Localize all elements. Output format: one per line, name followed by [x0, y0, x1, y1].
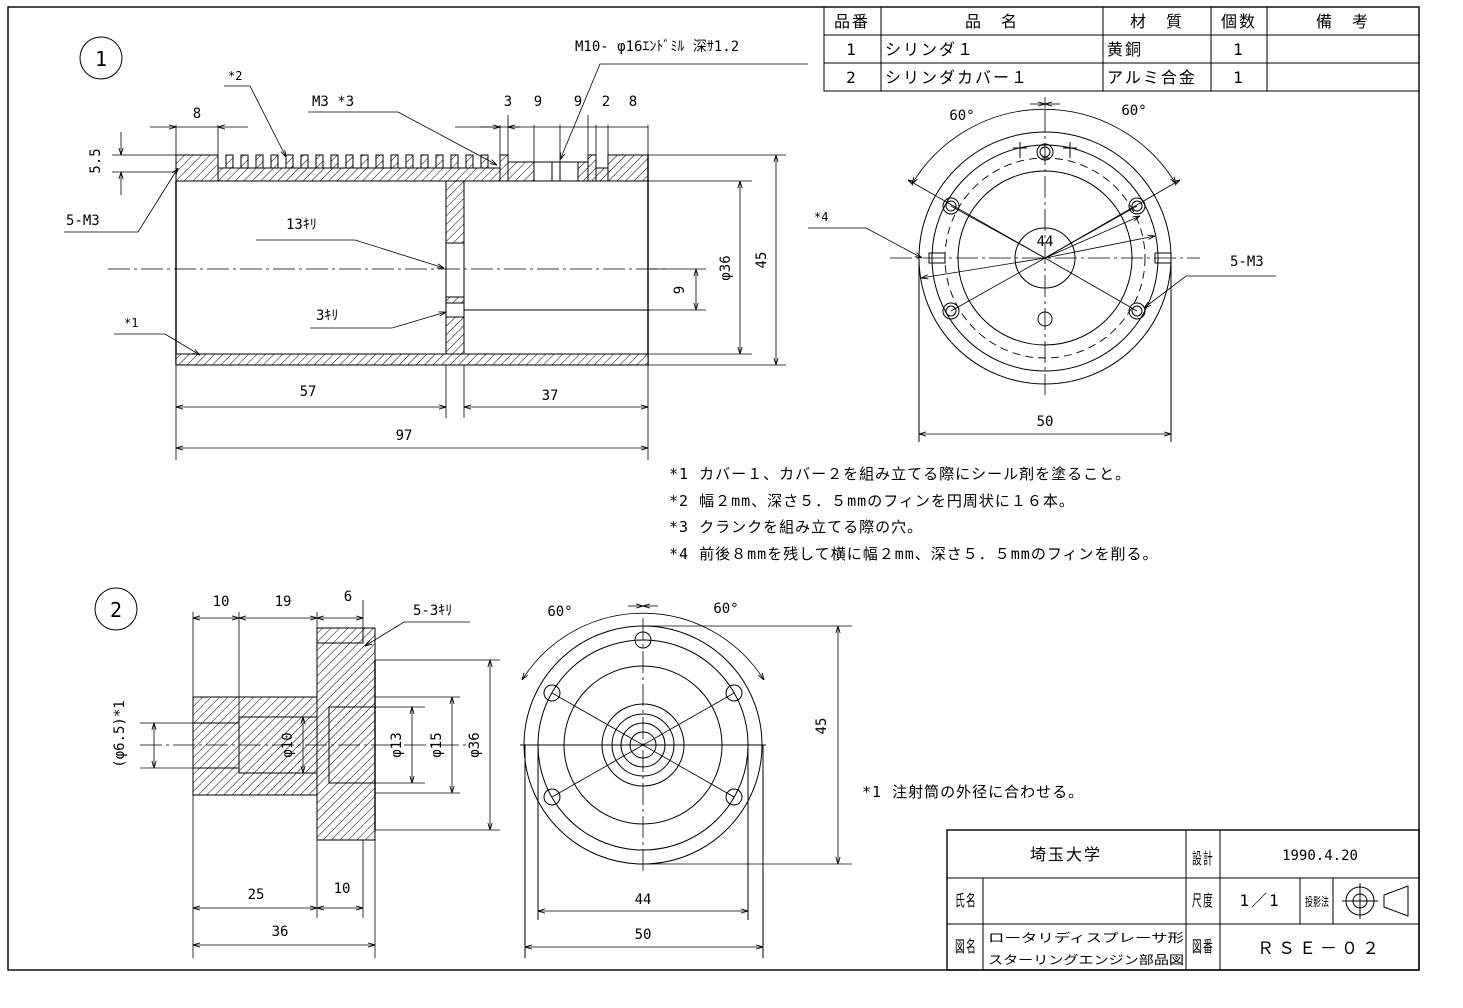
svg-text:45: 45 — [814, 718, 830, 735]
title-line-1: ロータリディスプレーサ形 — [988, 930, 1184, 945]
scale-value: 1／1 — [1239, 891, 1280, 910]
svg-text:50: 50 — [635, 927, 652, 943]
design-label: 設計 — [1192, 849, 1214, 868]
svg-text:5-M3: 5-M3 — [66, 213, 100, 229]
note-3: *3 クランクを組み立てる際の穴。 — [669, 518, 923, 536]
svg-text:8: 8 — [193, 106, 201, 122]
drawing-no: ＲＳＥ－０２ — [1257, 939, 1383, 959]
svg-text:φ36: φ36 — [718, 255, 734, 280]
svg-text:5-3ｷﾘ: 5-3ｷﾘ — [413, 603, 452, 619]
org-name: 埼玉大学 — [1030, 845, 1102, 864]
svg-text:44: 44 — [635, 892, 652, 908]
view1-section: 1 — [64, 36, 808, 460]
svg-text:3ｷﾘ: 3ｷﾘ — [316, 308, 338, 324]
row2-no: 2 — [846, 68, 858, 87]
projection-label: 投影法 — [1305, 894, 1329, 909]
view2-number: 2 — [110, 598, 122, 622]
design-date: 1990.4.20 — [1282, 848, 1358, 864]
svg-text:2: 2 — [602, 94, 610, 110]
row1-material: 黄銅 — [1107, 40, 1143, 59]
general-notes: *1 カバー１、カバー２を組み立てる際にシール剤を塗ること。 *2 幅２mm、深… — [669, 465, 1159, 563]
svg-text:φ36: φ36 — [467, 732, 483, 757]
svg-text:19: 19 — [275, 594, 292, 610]
svg-text:37: 37 — [542, 388, 559, 404]
svg-text:44: 44 — [1037, 234, 1054, 250]
svg-text:6: 6 — [344, 589, 352, 605]
view2-section: 2 10 19 6 5-3ｷﾘ (φ6.5)*1 φ10 φ13 — [94, 587, 500, 958]
svg-text:φ13: φ13 — [389, 732, 405, 757]
drawing-no-label: 図番 — [1192, 937, 1214, 956]
svg-text:9: 9 — [574, 94, 582, 110]
svg-text:5.5: 5.5 — [88, 148, 104, 173]
cylinder-fins — [225, 154, 489, 169]
view1-end-view: 60° 60° 44 50 *4 5-M3 — [808, 97, 1276, 442]
svg-text:97: 97 — [396, 428, 413, 444]
svg-text:57: 57 — [300, 384, 317, 400]
third-angle-projection-icon — [1342, 883, 1409, 919]
header-item-no: 品番 — [834, 12, 870, 31]
name-label: 氏名 — [955, 891, 977, 910]
svg-text:*1: *1 — [124, 316, 138, 330]
row1-name: シリンダ１ — [885, 40, 975, 59]
header-remarks: 備 考 — [1316, 12, 1370, 31]
row2-qty: 1 — [1233, 68, 1245, 87]
svg-text:13ｷﾘ: 13ｷﾘ — [286, 217, 317, 233]
title-block: 埼玉大学 設計 1990.4.20 氏名 尺度 1／1 投影法 図名 ロータリデ… — [946, 829, 1420, 971]
svg-text:9: 9 — [534, 94, 542, 110]
row1-qty: 1 — [1233, 40, 1245, 59]
drawing-frame — [7, 6, 1420, 971]
title-line-2: スターリングエンジン部品図 — [988, 952, 1184, 967]
svg-text:*4: *4 — [814, 210, 828, 224]
svg-text:9: 9 — [672, 286, 688, 294]
svg-text:60°: 60° — [1121, 103, 1146, 119]
title-label: 図名 — [955, 937, 977, 956]
svg-text:*2: *2 — [228, 69, 242, 83]
header-material: 材 質 — [1130, 12, 1184, 31]
svg-text:5-M3: 5-M3 — [1230, 254, 1264, 270]
svg-text:φ10: φ10 — [280, 732, 296, 757]
view2-end-view: 60° 60° 45 44 50 — [520, 601, 852, 958]
svg-text:3: 3 — [504, 94, 512, 110]
svg-text:60°: 60° — [713, 601, 738, 617]
svg-text:10: 10 — [213, 594, 230, 610]
row2-material: アルミ合金 — [1107, 68, 1197, 87]
tapped-holes — [942, 143, 1146, 327]
scale-label: 尺度 — [1192, 891, 1214, 910]
cover-bolt-holes — [543, 631, 743, 806]
svg-text:M3 *3: M3 *3 — [312, 94, 354, 110]
header-quantity: 個数 — [1221, 12, 1257, 31]
svg-text:50: 50 — [1037, 414, 1054, 430]
view2-note: *1 注射筒の外径に合わせる。 — [862, 783, 1084, 801]
svg-text:45: 45 — [754, 252, 770, 269]
svg-text:φ15: φ15 — [429, 732, 445, 757]
svg-text:10: 10 — [334, 881, 351, 897]
note-2: *2 幅２mm、深さ５．５mmのフィンを円周状に１６本。 — [669, 492, 1075, 510]
note-1: *1 カバー１、カバー２を組み立てる際にシール剤を塗ること。 — [669, 465, 1131, 483]
note-4: *4 前後８mmを残して横に幅２mm、深さ５．５mmのフィンを削る。 — [669, 545, 1159, 563]
row1-no: 1 — [846, 40, 858, 59]
row2-name: シリンダカバー１ — [885, 68, 1029, 87]
svg-text:60°: 60° — [949, 108, 974, 124]
view1-number: 1 — [95, 47, 107, 71]
header-item-name: 品 名 — [965, 12, 1019, 31]
parts-list-table: 品番 品 名 材 質 個数 備 考 1 シリンダ１ 黄銅 1 2 シリンダカバー… — [823, 6, 1420, 92]
svg-text:(φ6.5)*1: (φ6.5)*1 — [112, 700, 128, 767]
svg-text:8: 8 — [629, 94, 637, 110]
svg-text:36: 36 — [272, 924, 289, 940]
svg-text:25: 25 — [248, 887, 265, 903]
spotface-callout: M10- φ16ｴﾝﾄﾞﾐﾙ 深ｻ1.2 — [575, 39, 739, 55]
view2-number-circle — [94, 587, 138, 631]
view1-number-circle — [79, 36, 123, 80]
svg-text:60°: 60° — [547, 604, 572, 620]
